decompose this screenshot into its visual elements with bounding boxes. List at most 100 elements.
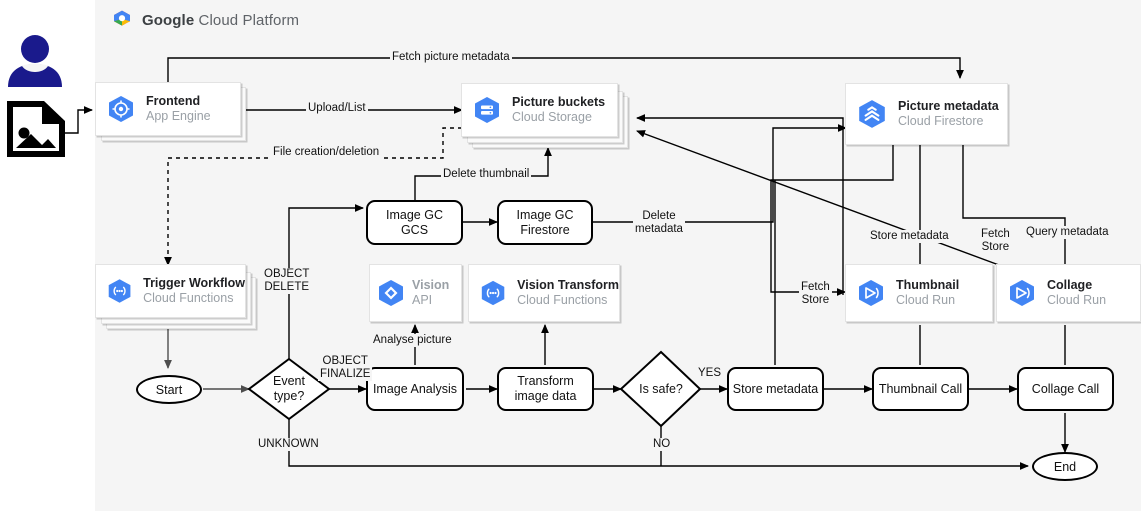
process-collage-call[interactable]: Collage Call	[1017, 367, 1114, 411]
user-person-icon	[8, 35, 62, 87]
gcp-brand-text: Google Cloud Platform	[142, 12, 299, 29]
edge-file-creation-deletion	[164, 127, 462, 266]
card-frontend-title: Frontend	[146, 94, 201, 109]
label-object-delete-line1: OBJECT	[264, 268, 310, 280]
edge-query-metadata-firestore	[959, 134, 1066, 265]
edge-unknown-to-end	[288, 418, 1029, 470]
card-picture-buckets[interactable]: Picture buckets Cloud Storage	[461, 83, 618, 137]
card-trigger-workflow[interactable]: Trigger Workflow Cloud Functions	[95, 264, 246, 318]
edge-collage-to-buckets	[636, 130, 1008, 269]
label-delete-thumbnail: Delete thumbnail	[441, 168, 532, 182]
terminator-end[interactable]: End	[1032, 452, 1098, 481]
app-engine-icon	[109, 96, 133, 122]
decision-event-type-line1: Event	[273, 374, 305, 388]
gcp-brand-rest: Cloud Platform	[194, 11, 300, 29]
label-file-creation-deletion: File creation/deletion	[271, 146, 382, 160]
gcp-brand-bold: Google	[142, 11, 195, 29]
card-vision-api-title: Vision	[412, 278, 450, 293]
card-picture-buckets-title: Picture buckets	[512, 95, 606, 110]
label-query-metadata: Query metadata	[1024, 226, 1111, 240]
label-no: NO	[651, 438, 673, 452]
card-thumbnail-title: Thumbnail	[896, 278, 960, 293]
label-fetch-picture-metadata: Fetch picture metadata	[390, 51, 512, 65]
process-image-gc-gcs[interactable]: Image GC GCS	[366, 200, 463, 245]
process-image-gc-gcs-line1: Image GC	[386, 207, 443, 222]
label-object-delete-line2: DELETE	[264, 281, 310, 294]
card-picture-metadata-subtitle: Cloud Firestore	[898, 114, 984, 128]
decision-is-safe-label: Is safe?	[639, 381, 683, 396]
card-frontend[interactable]: Frontend App Engine	[95, 82, 241, 136]
label-analyse-picture: Analyse picture	[371, 334, 454, 348]
label-yes: YES	[696, 367, 724, 381]
decision-event-type-line2: type?	[273, 389, 305, 403]
edge-object-delete	[288, 204, 364, 360]
card-vision-api[interactable]: Vision API	[369, 264, 462, 322]
card-picture-metadata[interactable]: Picture metadata Cloud Firestore	[845, 83, 1008, 145]
process-thumbnail-call-label: Thumbnail Call	[878, 381, 963, 396]
process-transform-line1: Transform	[517, 374, 574, 388]
decision-event-type-shape	[247, 357, 331, 421]
label-object-finalize-line2: FINALIZE	[320, 368, 371, 381]
process-image-gc-firestore[interactable]: Image GC Firestore	[497, 200, 593, 245]
card-vision-api-subtitle: API	[412, 293, 433, 307]
cloud-storage-icon	[475, 97, 499, 123]
terminator-start[interactable]: Start	[136, 375, 202, 404]
card-vision-transform-title: Vision Transform	[517, 278, 619, 293]
process-transform-line2: image data	[514, 389, 577, 403]
decision-is-safe-shape	[619, 350, 702, 428]
vision-api-icon	[379, 280, 403, 306]
process-thumbnail-call[interactable]: Thumbnail Call	[872, 367, 969, 411]
process-collage-call-label: Collage Call	[1031, 381, 1100, 396]
label-fetch-store-thumbnail-line2: Store	[801, 294, 830, 307]
process-transform-image-data[interactable]: Transform image data	[497, 367, 594, 411]
card-collage[interactable]: Collage Cloud Run	[996, 264, 1141, 322]
cloud-functions-icon	[108, 279, 131, 303]
edge-thumbnail-to-buckets	[636, 114, 844, 295]
card-thumbnail[interactable]: Thumbnail Cloud Run	[845, 264, 993, 322]
terminator-start-label: Start	[155, 382, 183, 397]
label-fetch-store-collage-line1: Fetch	[981, 228, 1010, 240]
card-picture-buckets-subtitle: Cloud Storage	[512, 110, 592, 124]
google-cloud-logo-icon	[114, 10, 130, 26]
label-upload-list: Upload/List	[306, 102, 368, 116]
card-vision-transform[interactable]: Vision Transform Cloud Functions	[468, 264, 620, 322]
decision-is-safe[interactable]: Is safe?	[621, 352, 701, 426]
firestore-icon	[859, 100, 885, 128]
process-image-analysis[interactable]: Image Analysis	[366, 367, 464, 411]
edge-fetch-picture-metadata	[167, 57, 964, 90]
process-image-analysis-label: Image Analysis	[372, 381, 458, 396]
label-delete-metadata-line2: metadata	[635, 223, 683, 236]
edge-image-to-frontend	[58, 106, 93, 134]
edge-fetch-store-thumbnail	[770, 135, 894, 296]
process-store-metadata-label: Store metadata	[732, 381, 819, 396]
gcp-brand: Google Cloud Platform	[110, 8, 299, 32]
label-delete-metadata-line1: Delete	[642, 210, 676, 222]
label-store-metadata-edge: Store metadata	[868, 230, 951, 244]
process-image-gc-firestore-line2: Firestore	[520, 222, 570, 237]
label-fetch-store-collage-line2: Store	[981, 241, 1010, 254]
card-collage-title: Collage	[1047, 278, 1093, 293]
cloud-run-icon	[859, 280, 883, 306]
terminator-end-label: End	[1053, 459, 1077, 474]
card-frontend-subtitle: App Engine	[146, 109, 211, 123]
card-collage-subtitle: Cloud Run	[1047, 293, 1107, 307]
edge-delete-metadata	[592, 124, 847, 223]
process-store-metadata[interactable]: Store metadata	[727, 367, 824, 411]
card-vision-transform-subtitle: Cloud Functions	[517, 293, 608, 307]
label-object-finalize-line1: OBJECT	[322, 355, 368, 367]
process-image-gc-gcs-line2: GCS	[400, 222, 429, 237]
card-thumbnail-subtitle: Cloud Run	[896, 293, 956, 307]
card-trigger-workflow-title: Trigger Workflow	[143, 276, 245, 291]
label-unknown: UNKNOWN	[256, 438, 321, 452]
process-image-gc-firestore-line1: Image GC	[516, 207, 574, 222]
cloud-functions-icon	[481, 280, 505, 306]
